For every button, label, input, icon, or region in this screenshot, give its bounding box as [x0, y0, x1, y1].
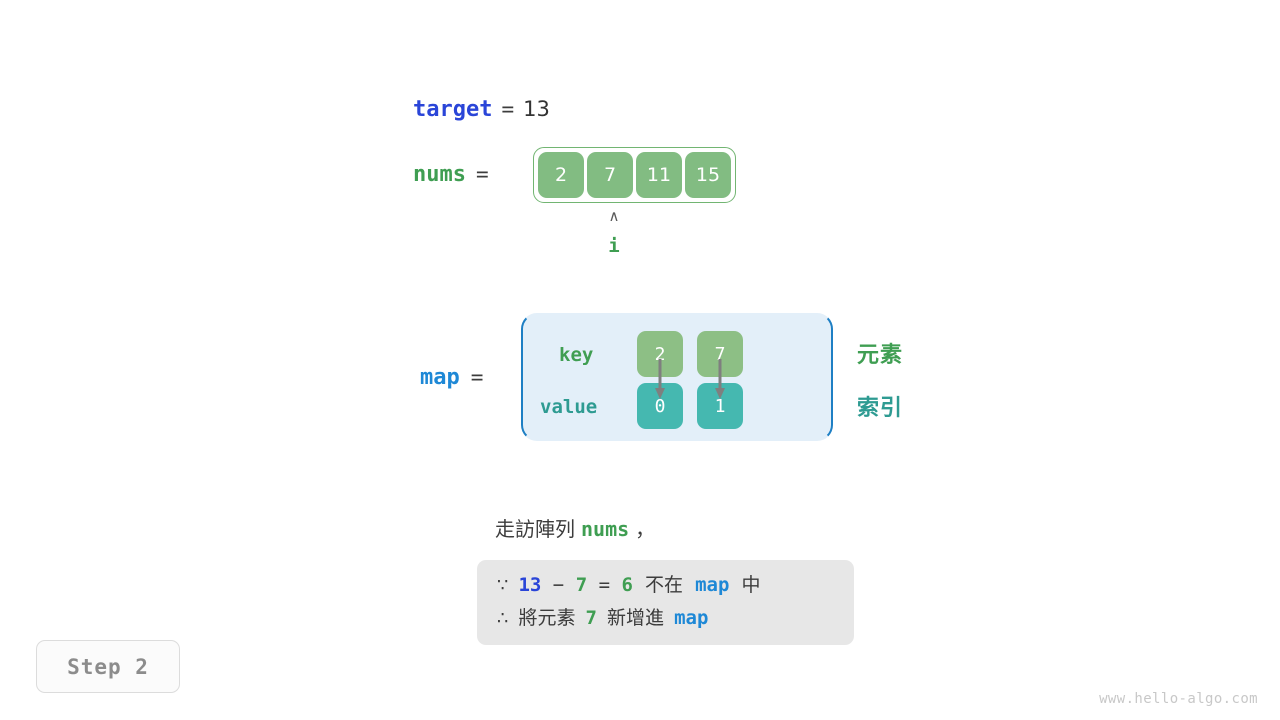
- note-added-value: 7: [585, 607, 597, 629]
- note-add-into-text: 新增進: [607, 607, 665, 629]
- pointer-label-i: i: [608, 235, 620, 257]
- nums-label-row: nums =: [413, 160, 489, 188]
- map-equals-sign: =: [470, 365, 484, 389]
- note-add-prefix: 將元素: [518, 607, 576, 629]
- note-line-2: ∴ 將元素 7 新增進 map: [497, 603, 854, 636]
- map-variable-label: map: [420, 364, 460, 390]
- note-target-value: 13: [518, 574, 542, 596]
- nums-array: 2 7 11 15: [533, 147, 736, 203]
- note-box: ∵ 13 − 7 = 6 不在 map 中 ∴ 將元素 7 新增進 map: [477, 560, 854, 645]
- caption-line: 走訪陣列 nums ，: [495, 513, 655, 543]
- note-current-value: 7: [575, 574, 588, 596]
- caption-prefix: 走訪陣列: [495, 517, 575, 541]
- therefore-symbol: ∴: [497, 608, 509, 629]
- nums-cell: 2: [538, 152, 584, 198]
- note-line-1: ∵ 13 − 7 = 6 不在 map 中: [497, 570, 854, 603]
- note-minus-operator: −: [552, 574, 565, 596]
- note-map-keyword: map: [674, 607, 709, 629]
- map-side-label-element: 元素: [857, 343, 904, 368]
- map-key-row-label: key: [559, 344, 594, 366]
- target-variable-label: target: [413, 96, 493, 122]
- caret-up-icon: ∧: [608, 207, 620, 225]
- nums-cell: 11: [636, 152, 682, 198]
- target-row: target = 13: [413, 93, 550, 125]
- watermark: www.hello-algo.com: [1099, 691, 1258, 707]
- note-complement-value: 6: [621, 574, 633, 596]
- nums-variable-label: nums: [413, 161, 466, 187]
- map-inner: key value 2 7 0 1: [523, 315, 835, 443]
- target-value: 13: [523, 97, 550, 121]
- key-to-value-arrow-icon: [715, 359, 725, 399]
- caption-suffix: ，: [635, 517, 656, 541]
- index-pointer-group: ∧ i: [592, 208, 636, 257]
- map-label-row: map =: [420, 363, 483, 391]
- step-badge: Step 2: [36, 640, 180, 693]
- nums-cell: 15: [685, 152, 731, 198]
- note-not-in-text: 不在: [645, 574, 684, 596]
- map-side-label-index: 索引: [857, 396, 904, 421]
- target-equals-sign: =: [501, 97, 515, 121]
- note-map-keyword: map: [695, 574, 730, 596]
- note-equals-operator: =: [598, 574, 611, 596]
- caption-code-nums: nums: [581, 517, 630, 541]
- nums-equals-sign: =: [475, 162, 489, 186]
- because-symbol: ∵: [497, 575, 509, 596]
- map-value-row-label: value: [540, 396, 598, 418]
- nums-cell: 7: [587, 152, 633, 198]
- map-container: key value 2 7 0 1: [521, 313, 833, 441]
- key-to-value-arrow-icon: [655, 359, 665, 399]
- note-in-text: 中: [741, 574, 761, 596]
